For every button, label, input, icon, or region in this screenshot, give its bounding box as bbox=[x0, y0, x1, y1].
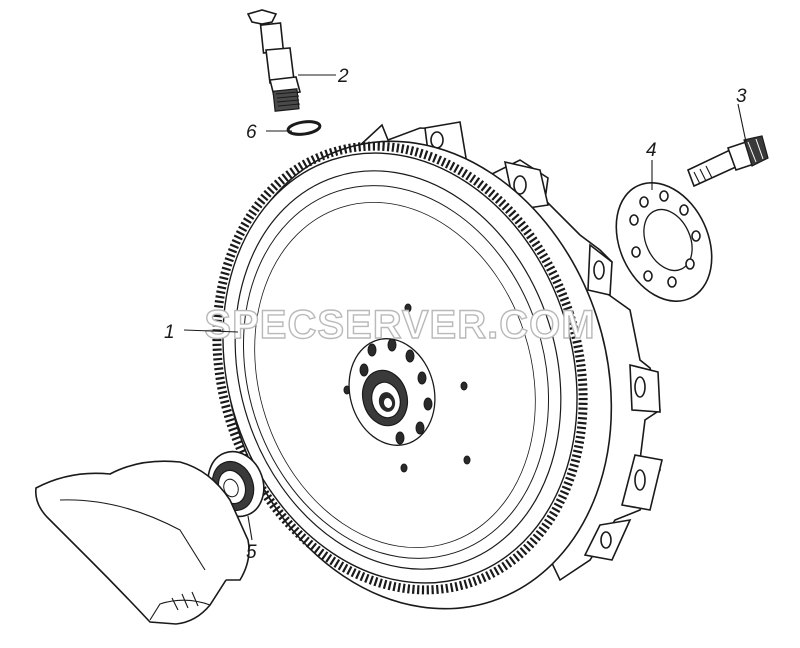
ring-gear-teeth bbox=[212, 141, 588, 595]
part-2-sensor-pin bbox=[246, 9, 302, 112]
callout-5: 5 bbox=[246, 542, 257, 563]
watermark: SPECSERVER.COM bbox=[204, 303, 595, 347]
callout-1: 1 bbox=[164, 322, 175, 343]
part-3-bolt bbox=[686, 135, 769, 188]
part-4-plate-washer bbox=[615, 182, 713, 302]
callout-4: 4 bbox=[646, 140, 657, 161]
flywheel-assembly bbox=[212, 140, 613, 610]
leader-lines bbox=[183, 74, 747, 541]
callout-3: 3 bbox=[736, 86, 747, 107]
callout-6: 6 bbox=[246, 122, 257, 143]
crankshaft-counterweight bbox=[34, 460, 250, 625]
callout-2: 2 bbox=[337, 66, 349, 87]
part-6-o-ring bbox=[286, 120, 322, 136]
